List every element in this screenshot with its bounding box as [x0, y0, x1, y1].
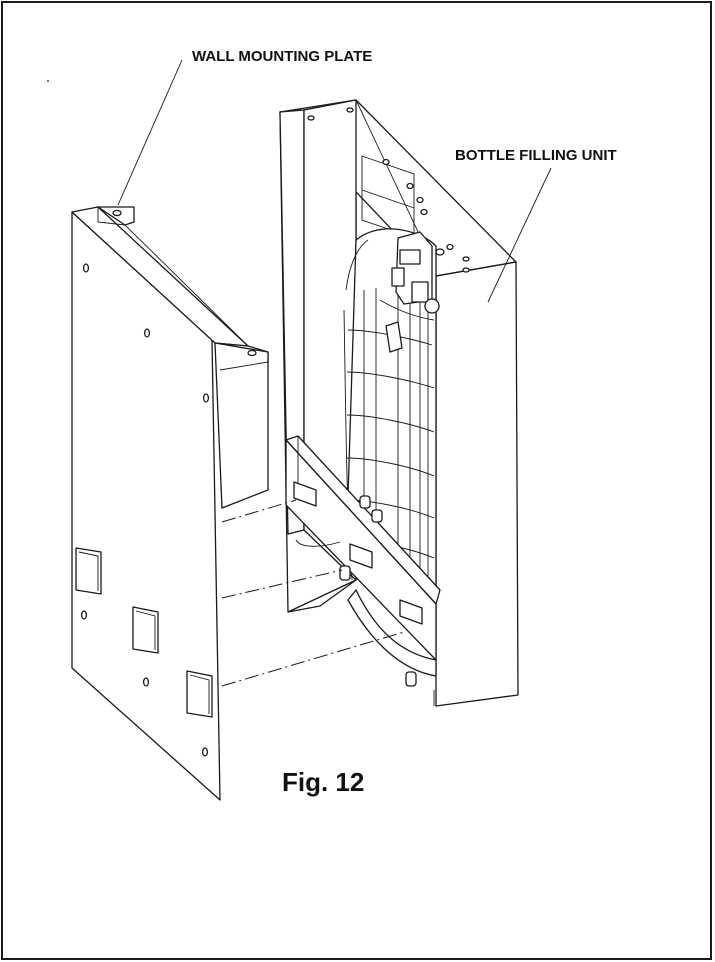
- wall-mounting-plate-label: WALL MOUNTING PLATE: [192, 48, 373, 65]
- bottle-filling-unit-label: BOTTLE FILLING UNIT: [455, 147, 617, 164]
- leader-lines: [117, 59, 552, 303]
- bottle-filling-unit: [279, 99, 519, 707]
- alignment-lines: [221, 499, 405, 687]
- figure-caption: Fig. 12: [282, 767, 365, 797]
- stray-dot: [47, 80, 49, 82]
- wall-mounting-plate: [71, 206, 269, 801]
